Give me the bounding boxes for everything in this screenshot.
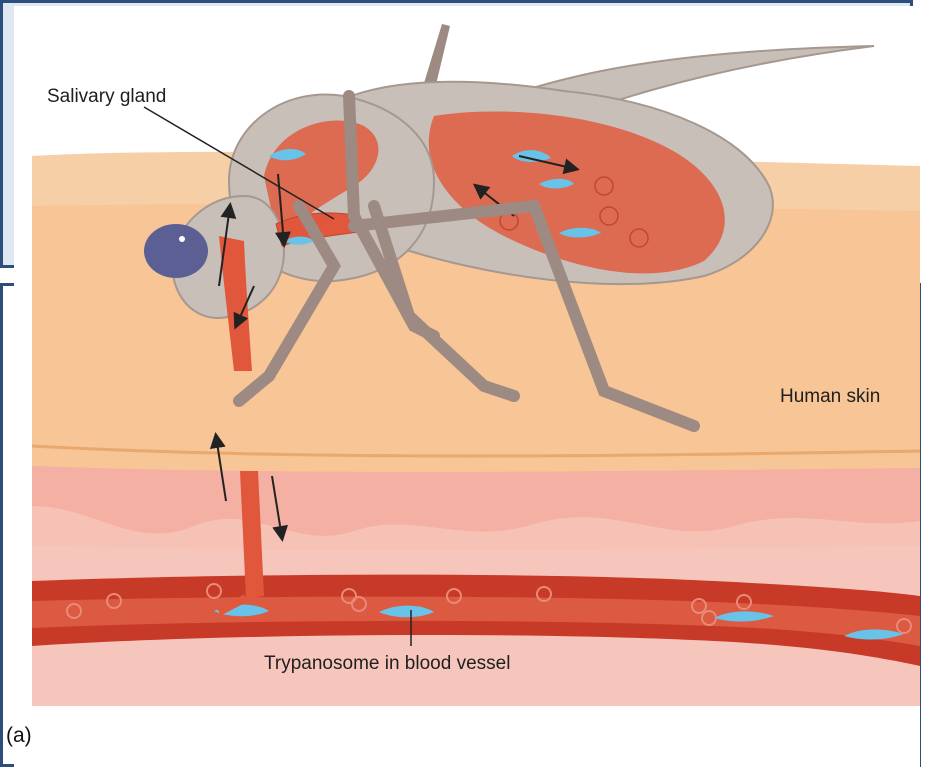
panel-label: (a) (6, 724, 32, 748)
fly-eye (144, 224, 208, 278)
human-skin-label: Human skin (780, 386, 880, 408)
tsetse-fly-figure: Salivary gland Human skin Trypanosome in… (14, 6, 920, 768)
salivary-gland-label: Salivary gland (47, 86, 166, 108)
trypanosome-label: Trypanosome in blood vessel (264, 653, 510, 675)
diagram-illustration (14, 6, 920, 706)
